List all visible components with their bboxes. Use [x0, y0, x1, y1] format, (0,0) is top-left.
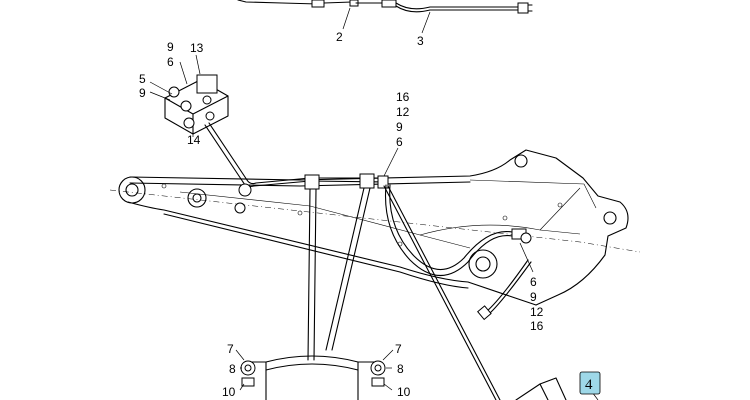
label-9: 9: [396, 120, 403, 134]
lower-manifold: [235, 349, 394, 400]
label-12: 12: [396, 105, 410, 119]
label-8: 8: [229, 362, 236, 376]
valve-block: [149, 54, 248, 183]
label-16: 16: [530, 319, 544, 333]
label-6: 6: [396, 135, 403, 149]
callout-label: 4: [585, 377, 593, 393]
label-6: 6: [530, 275, 537, 289]
label-9: 9: [530, 290, 537, 304]
boom-arm: [109, 149, 641, 306]
item-labels: 2 3 9 13 6 5 9 14 16 12 9 6 6 9 12 16 7 …: [139, 30, 544, 399]
label-2: 2: [336, 30, 343, 44]
label-9: 9: [139, 86, 146, 100]
label-10: 10: [222, 385, 236, 399]
callout-box[interactable]: [579, 371, 601, 395]
label-12: 12: [530, 305, 544, 319]
label-9: 9: [167, 40, 174, 54]
label-10: 10: [397, 385, 411, 399]
top-hose-assembly: [237, 0, 533, 34]
label-3: 3: [417, 34, 424, 48]
label-6: 6: [167, 55, 174, 69]
leader-lines: [383, 147, 534, 273]
label-5: 5: [139, 72, 146, 86]
label-14: 14: [187, 133, 201, 147]
label-7: 7: [227, 342, 234, 356]
label-16: 16: [396, 90, 410, 104]
label-7: 7: [395, 342, 402, 356]
label-8: 8: [397, 362, 404, 376]
callout-4[interactable]: 4: [579, 371, 601, 395]
hose-routing: [234, 173, 532, 400]
label-13: 13: [190, 41, 204, 55]
